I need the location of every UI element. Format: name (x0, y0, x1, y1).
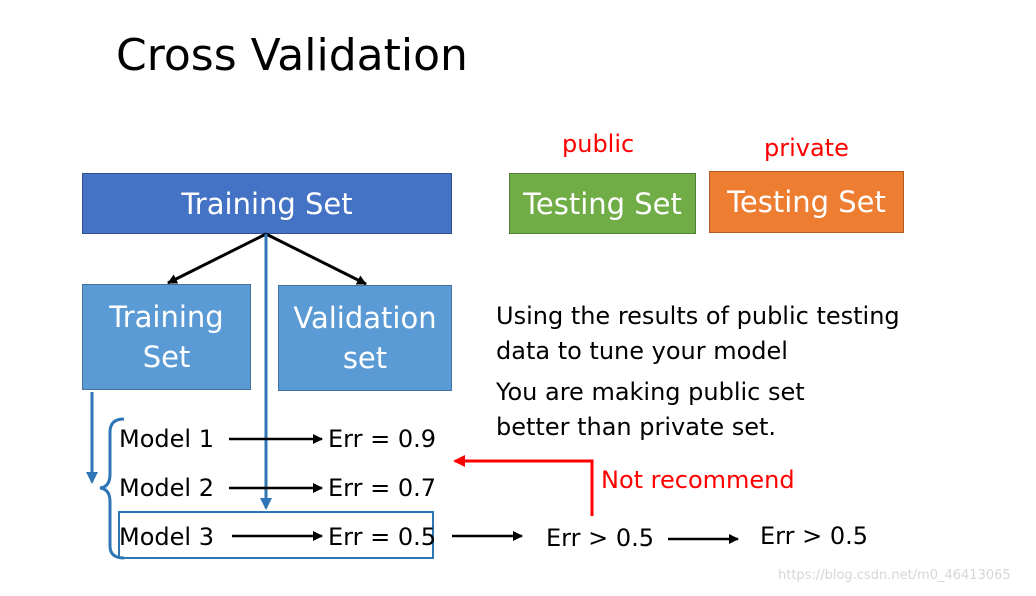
model-2-error: Err = 0.7 (328, 474, 437, 502)
private-error: Err > 0.5 (760, 522, 869, 550)
model-3-error: Err = 0.5 (328, 523, 437, 551)
split-arrow-right (265, 232, 367, 286)
feedback-arrow (453, 455, 594, 516)
note-line-2: data to tune your model (496, 337, 788, 365)
note-line-3: You are making public set (496, 378, 805, 406)
models-brace (99, 417, 125, 560)
private-testing-set-box: Testing Set (709, 171, 904, 233)
note-line-1: Using the results of public testing (496, 302, 900, 330)
validation-label-line1: Validation (293, 301, 437, 335)
sub-training-label-line2: Set (142, 340, 191, 374)
training-set-label: Training Set (181, 186, 353, 221)
note-line-4: better than private set. (496, 413, 777, 441)
not-recommend-label: Not recommend (601, 466, 795, 494)
public-testing-set-box: Testing Set (509, 173, 696, 234)
public-testing-set-label: Testing Set (523, 186, 682, 221)
model-1-label: Model 1 (119, 425, 214, 453)
validation-label-line2: set (342, 341, 388, 375)
split-arrow-left (167, 232, 267, 285)
validation-set-box: Validation set (278, 285, 452, 391)
watermark-text: https://blog.csdn.net/m0_46413065 (778, 568, 1011, 583)
model-2-label: Model 2 (119, 474, 214, 502)
private-testing-set-label: Testing Set (727, 185, 886, 219)
public-label: public (562, 130, 635, 158)
model-1-error: Err = 0.9 (328, 425, 437, 453)
sub-training-set-box: Training Set (82, 284, 251, 390)
model-3-label: Model 3 (119, 523, 214, 551)
selected-model-box (118, 511, 434, 559)
sub-training-label-line1: Training (109, 300, 224, 334)
private-label: private (764, 134, 849, 162)
public-error: Err > 0.5 (546, 524, 655, 552)
page-title: Cross Validation (116, 30, 468, 81)
